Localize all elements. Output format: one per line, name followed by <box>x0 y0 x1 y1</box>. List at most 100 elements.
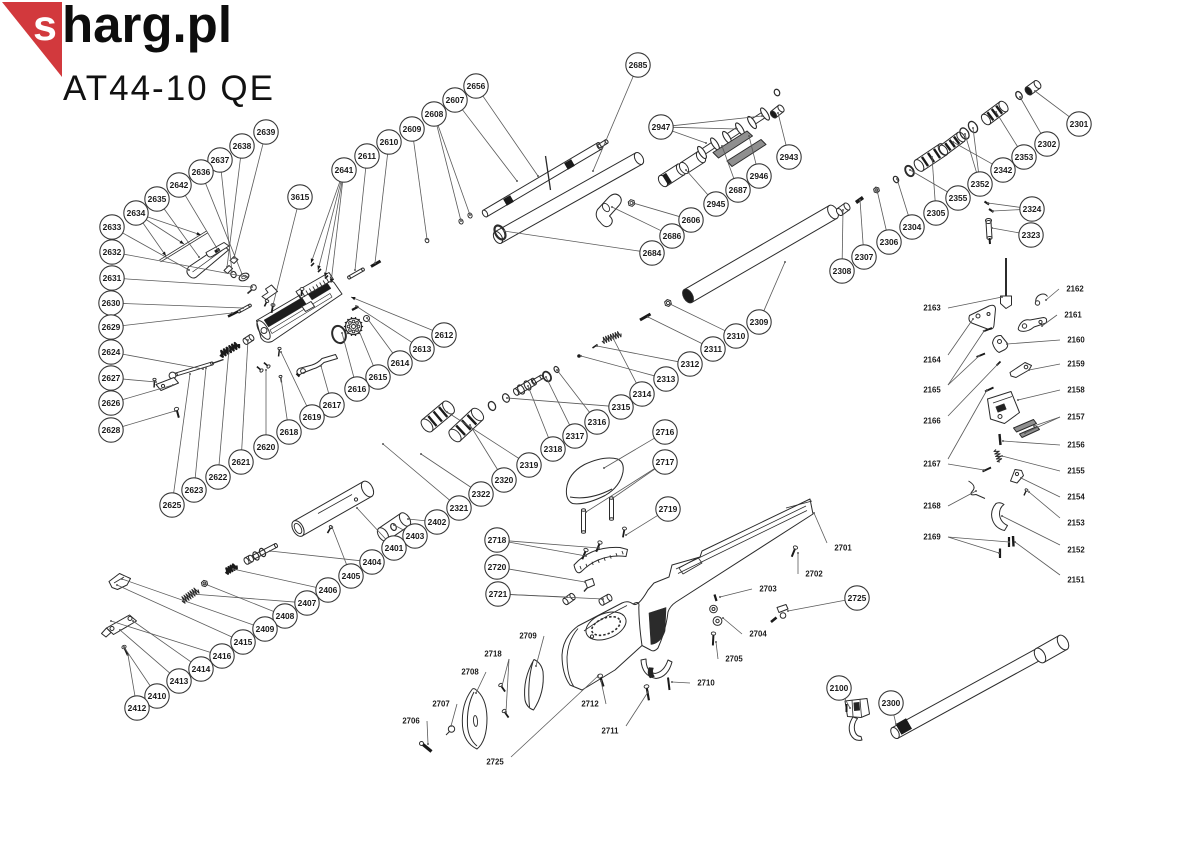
part-link-foot <box>101 627 112 638</box>
part-label-circle-2315: 2315 <box>608 394 634 420</box>
part-label-circle-2943: 2943 <box>776 144 802 170</box>
part-swivel-2704c <box>711 607 716 611</box>
svg-text:2402: 2402 <box>428 517 447 527</box>
svg-text:2630: 2630 <box>102 298 121 308</box>
part-ring-2315 <box>501 393 511 403</box>
svg-text:2163: 2163 <box>923 304 941 313</box>
part-label-circle-2624: 2624 <box>98 339 124 365</box>
part-label-text-2168: 2168 <box>922 500 943 512</box>
part-label-circle-2686: 2686 <box>659 223 685 249</box>
part-trigger-2100-block <box>844 698 870 718</box>
part-collar-2342 <box>938 131 966 156</box>
part-housing-2158 <box>987 391 1020 424</box>
part-label-circle-2321: 2321 <box>446 495 472 521</box>
part-receiver-rail <box>295 272 334 299</box>
svg-text:2629: 2629 <box>102 322 121 332</box>
part-part-2154-h <box>1014 471 1020 477</box>
part-lever-2161-h2 <box>1038 319 1043 325</box>
part-grip-panel <box>648 607 667 645</box>
part-ring-2304 <box>892 175 900 184</box>
part-stud-2620a <box>256 366 264 373</box>
svg-text:2320: 2320 <box>495 475 514 485</box>
part-v-clip <box>229 256 239 264</box>
part-stock-grip-rear <box>632 602 643 646</box>
svg-text:2947: 2947 <box>652 122 671 132</box>
part-stock-oval-inner <box>590 615 622 637</box>
part-label-circle-2307: 2307 <box>851 244 877 270</box>
part-label-circle-2415: 2415 <box>230 629 256 655</box>
svg-text:2684: 2684 <box>643 248 662 258</box>
part-bush-2721a <box>562 592 576 606</box>
part-bracket-2164 <box>968 304 996 330</box>
part-label-circle-2319: 2319 <box>516 452 542 478</box>
part-cap-2353 <box>980 100 1009 126</box>
svg-text:2154: 2154 <box>1067 493 1085 502</box>
part-pin-2627 <box>152 377 157 388</box>
part-bracket-2719-teeth <box>579 550 624 570</box>
part-label-circle-2621: 2621 <box>228 449 254 475</box>
part-label-circle-2684: 2684 <box>639 240 665 266</box>
part-barrel-band1 <box>503 195 514 206</box>
part-swivel-2704d <box>715 618 720 624</box>
part-label-circle-2946: 2946 <box>746 163 772 189</box>
part-ring-2316 <box>553 365 560 374</box>
part-label-circle-2606: 2606 <box>678 207 704 233</box>
part-trigger-2152 <box>991 502 1008 531</box>
part-label-circle-2656: 2656 <box>463 73 489 99</box>
part-stock-oval <box>585 611 627 641</box>
part-guard <box>640 658 673 679</box>
part-screw-2702 <box>790 545 799 558</box>
part-screw-2719 <box>622 526 627 538</box>
svg-text:2705: 2705 <box>725 655 743 664</box>
part-bushing-2319 <box>420 400 455 433</box>
part-stud-2620b <box>263 362 271 369</box>
part-label-text-2152: 2152 <box>1066 544 1087 556</box>
part-label-circle-2716: 2716 <box>652 419 678 445</box>
part-slide-strip <box>159 230 208 263</box>
part-label-circle-2301: 2301 <box>1066 111 1092 137</box>
part-bracket-2409-line <box>113 576 125 584</box>
part-label-circle-2687: 2687 <box>725 177 751 203</box>
svg-text:2310: 2310 <box>727 331 746 341</box>
part-label-text-2704: 2704 <box>748 628 769 640</box>
svg-text:2164: 2164 <box>923 356 941 365</box>
part-pin-dark-2629 <box>227 310 239 318</box>
svg-text:2686: 2686 <box>663 231 682 241</box>
part-label-circle-2410: 2410 <box>144 683 170 709</box>
part-air-tube-2309 <box>682 204 839 304</box>
svg-text:2624: 2624 <box>102 347 121 357</box>
part-label-circle-2619: 2619 <box>299 404 325 430</box>
part-label-text-2165: 2165 <box>922 384 943 396</box>
part-label-circle-2617: 2617 <box>319 392 345 418</box>
svg-text:2638: 2638 <box>233 141 252 151</box>
svg-text:2167: 2167 <box>923 460 940 469</box>
part-barrel-band2 <box>564 159 575 170</box>
part-bushing-2320 <box>448 407 485 443</box>
part-label-circle-2631: 2631 <box>99 265 125 291</box>
svg-text:2943: 2943 <box>780 152 799 162</box>
part-label-circle-2947: 2947 <box>648 114 674 140</box>
part-screw-2324a <box>983 200 990 206</box>
part-label-text-2163: 2163 <box>922 302 943 314</box>
svg-text:2637: 2637 <box>211 155 230 165</box>
svg-text:2725: 2725 <box>486 758 504 767</box>
svg-text:2412: 2412 <box>128 703 147 713</box>
part-label-text-2712: 2712 <box>580 698 601 710</box>
part-label-circle-2685: 2685 <box>625 52 651 78</box>
svg-text:2709: 2709 <box>519 632 537 641</box>
part-buttpad-2708 <box>461 688 488 750</box>
part-t-bracket-screw1 <box>263 299 270 307</box>
svg-text:2611: 2611 <box>358 151 377 161</box>
part-link-2415-h1 <box>109 626 115 631</box>
svg-text:2301: 2301 <box>1070 119 1089 129</box>
part-label-text-2159: 2159 <box>1066 358 1087 370</box>
part-dot-2313 <box>577 354 581 358</box>
part-label-text-2153: 2153 <box>1066 517 1087 529</box>
svg-text:2945: 2945 <box>707 199 726 209</box>
svg-text:2162: 2162 <box>1066 285 1084 294</box>
svg-text:2318: 2318 <box>544 444 563 454</box>
part-label-text-2154: 2154 <box>1066 491 1087 503</box>
part-receiver-face <box>256 320 271 340</box>
svg-text:2606: 2606 <box>682 215 701 225</box>
part-label-text-2709: 2709 <box>518 630 539 642</box>
